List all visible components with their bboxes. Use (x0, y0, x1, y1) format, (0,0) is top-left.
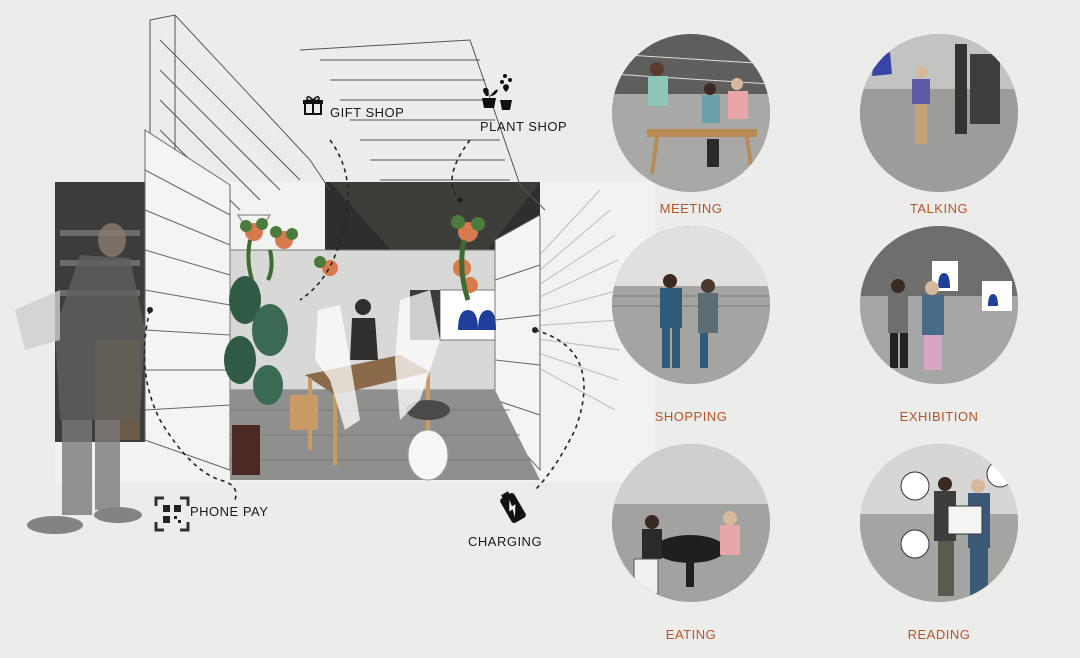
stool (406, 400, 450, 420)
battery-charging-icon (500, 491, 526, 524)
plant-icon (482, 74, 512, 110)
scene-label-reading: READING (907, 627, 971, 642)
scene-label-shopping: SHOPPING (654, 409, 728, 424)
scene-reading-vignette (860, 444, 1018, 602)
scene-eating-vignette (612, 444, 770, 602)
shelving-wall-left (144, 129, 231, 471)
potted-plant (224, 276, 288, 475)
qr-code-icon (154, 496, 190, 532)
scene-talking-vignette (860, 34, 1018, 192)
phone-pay-label: PHONE PAY (190, 504, 269, 519)
callout-leaders (143, 139, 585, 501)
silhouette-figure (350, 299, 378, 360)
ghost-figures (315, 290, 440, 430)
scene-meeting-vignette (612, 34, 770, 192)
scene-shopping-vignette (612, 226, 770, 384)
scene-label-talking: TALKING (909, 201, 969, 216)
scene-label-meeting: MEETING (659, 201, 723, 216)
standing-person (15, 223, 145, 534)
gift-shop-label: GIFT SHOP (330, 105, 405, 120)
hanging-plants (237, 214, 485, 301)
scene-label-eating: EATING (665, 627, 717, 642)
scene-label-exhibition: EXHIBITION (899, 409, 979, 424)
scene-exhibition-vignette (860, 226, 1018, 384)
gift-icon (303, 96, 323, 115)
charging-label: CHARGING (468, 534, 543, 549)
plant-shop-label: PLANT SHOP (480, 119, 568, 134)
